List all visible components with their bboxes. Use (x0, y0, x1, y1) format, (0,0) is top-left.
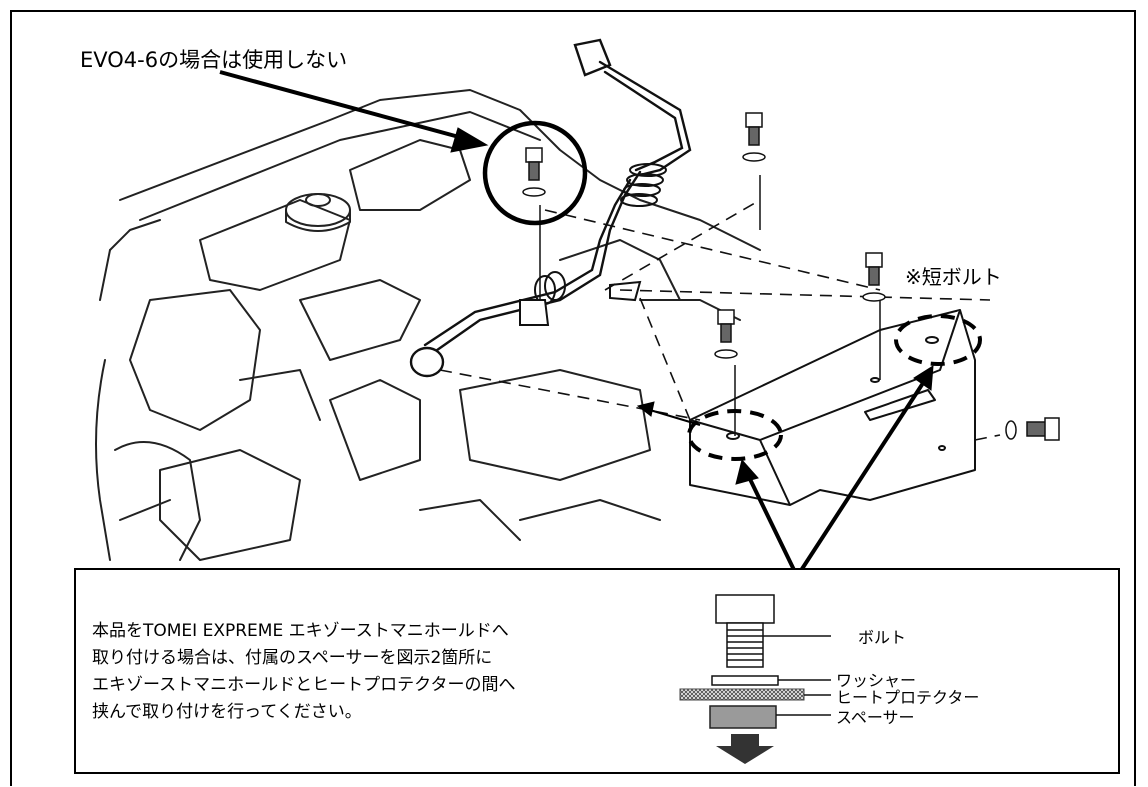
callout-arrows (735, 365, 934, 574)
instruction-text: 本品をTOMEI EXPREME エキゾーストマニホールドへ 取り付ける場合は、… (92, 618, 515, 726)
bolts-washers (522, 112, 1060, 441)
pipe-flex-section (534, 163, 667, 305)
bolt-shank (726, 622, 764, 668)
instruction-line: 本品をTOMEI EXPREME エキゾーストマニホールドへ (92, 621, 509, 641)
mounting-brackets (519, 280, 642, 326)
bolt-head (715, 594, 775, 624)
washer-label: ワッシャー (836, 671, 917, 690)
heat-protector-plate (679, 688, 805, 701)
heading-arrow (219, 70, 489, 153)
diagram-frame (10, 10, 1136, 786)
instruction-line: エキゾーストマニホールドとヒートプロテクターの間へ (92, 675, 516, 695)
bolt-label: ボルト (858, 628, 907, 647)
spacer-block (709, 705, 777, 729)
instruction-box: 本品をTOMEI EXPREME エキゾーストマニホールドへ 取り付ける場合は、… (74, 568, 1120, 774)
instruction-line: 取り付ける場合は、付属のスペーサーを図示2箇所に (92, 648, 493, 668)
short-bolt-note: ※短ボルト (905, 265, 1002, 289)
evo-exclusion-circle (482, 120, 588, 226)
instruction-line: 挟んで取り付けを行ってください。 (92, 702, 362, 722)
small-arrow (636, 401, 701, 426)
spacer-label: スペーサー (836, 708, 915, 727)
fastener-stack-diagram (679, 594, 831, 764)
heat-protector-label: ヒートプロテクター (836, 688, 980, 707)
heading-note: EVO4-6の場合は使用しない (80, 48, 348, 72)
oil-feed-pipe (409, 38, 692, 378)
down-arrow (716, 734, 774, 764)
spacer-location-circles (687, 314, 982, 461)
heat-protector (689, 309, 976, 506)
washer-shape (711, 675, 779, 686)
label-leaders (763, 635, 831, 716)
